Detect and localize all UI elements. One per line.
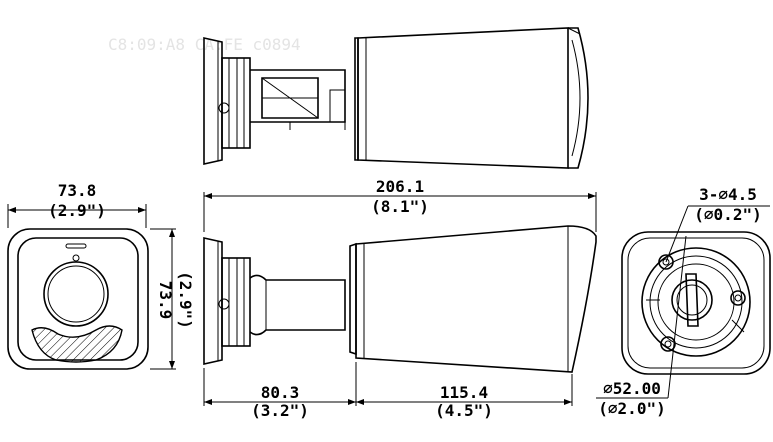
total-length-mm: 206.1 [376, 177, 424, 196]
bottom-swivel-nut [221, 257, 251, 347]
front-body-outer [7, 228, 149, 370]
front-ir-window [31, 325, 123, 363]
base-cable-hole [671, 279, 713, 321]
bottom-housing [355, 225, 597, 373]
mount-length-mm: 80.3 [261, 383, 300, 402]
body-length-mm: 115.4 [440, 383, 488, 402]
top-housing [357, 27, 569, 169]
body-length-in: (4.5") [435, 401, 493, 420]
front-width-in: (2.9") [48, 201, 106, 220]
bottom-side-view: 206.1 (8.1") 80.3 (3.2") 115.4 (4.5") [203, 177, 597, 420]
base-holes-in: (∅0.2") [694, 205, 761, 224]
top-wall-plate [203, 37, 223, 165]
base-holes-mm: 3-∅4.5 [699, 185, 757, 204]
base-screw-hole-2 [730, 290, 746, 306]
base-view: 3-∅4.5 (∅0.2") ∅52.00 (∅2.0") [596, 185, 771, 418]
base-circle-in: (∅2.0") [598, 399, 665, 418]
base-mount-circle [641, 247, 751, 357]
top-side-view [203, 27, 589, 169]
base-plate-outer [621, 231, 771, 375]
total-length-in: (8.1") [371, 197, 429, 216]
base-screw-hole-3 [660, 336, 676, 352]
front-view: 73.8 (2.9") 73.9 (2.9") [7, 181, 195, 370]
front-height-in: (2.9") [176, 271, 195, 329]
bottom-mount-arm [249, 274, 346, 336]
mount-length-in: (3.2") [251, 401, 309, 420]
top-sunshield [568, 27, 589, 169]
front-height-mm: 73.9 [156, 281, 175, 320]
bottom-wall-plate [203, 237, 223, 365]
front-width-mm: 73.8 [58, 181, 97, 200]
base-circle-mm: ∅52.00 [603, 379, 661, 398]
front-lens [43, 261, 109, 327]
base-screw-hole-1 [658, 254, 674, 270]
